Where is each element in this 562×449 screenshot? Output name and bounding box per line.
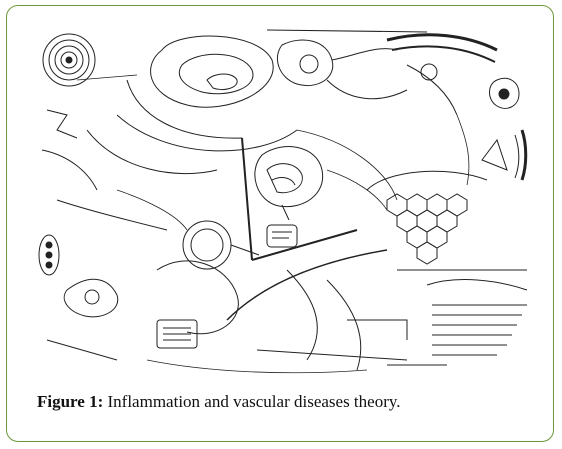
figure-frame: Figure 1: Inflammation and vascular dise… [6, 5, 554, 442]
figure-caption-label: Figure 1: [37, 392, 104, 411]
connector-arcs [76, 74, 470, 374]
upper-left-loops [86, 35, 298, 175]
concentric-legend [42, 33, 96, 87]
top-right-ribbons [386, 33, 528, 181]
pathway-diagram-svg [38, 29, 528, 374]
cell-grid [366, 138, 508, 265]
figure-caption: Figure 1: Inflammation and vascular dise… [37, 392, 401, 412]
left-side-elements [38, 109, 168, 361]
bottom-right-block [387, 269, 528, 366]
pathway-diagram [27, 20, 549, 382]
top-center-cluster [266, 29, 428, 100]
figure-caption-text: Inflammation and vascular diseases theor… [103, 392, 401, 411]
lower-center-loops [156, 220, 408, 371]
central-cell-cluster [226, 137, 388, 321]
